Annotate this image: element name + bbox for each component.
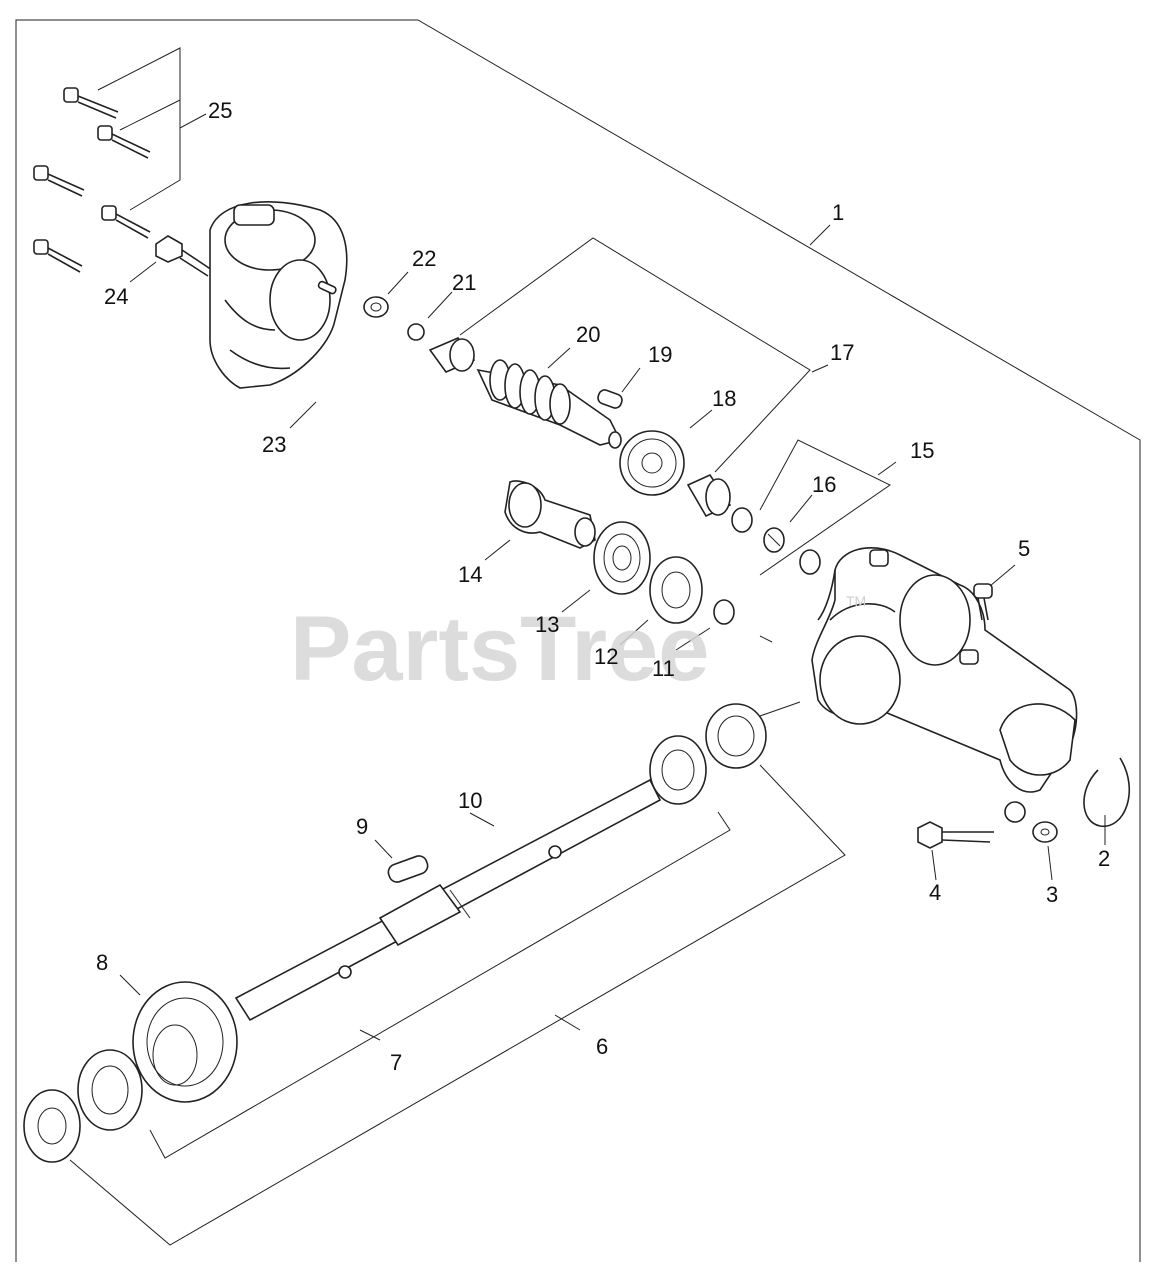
- washer-3: [1032, 821, 1058, 843]
- screw-25e: [33, 239, 83, 273]
- snap-ring-2: [1083, 757, 1130, 827]
- bracket-17: [459, 237, 811, 473]
- callout-18: 18: [712, 386, 736, 411]
- ring-11: [713, 599, 735, 625]
- washer-15b: [799, 549, 821, 575]
- callout-20: 20: [576, 322, 600, 347]
- bracket-15: [759, 439, 891, 576]
- callout-22: 22: [412, 246, 436, 271]
- bracket-7: [149, 811, 731, 1159]
- watermark-text: PartsTree: [290, 598, 709, 700]
- callout-23: 23: [262, 432, 286, 457]
- screw-25d: [101, 205, 151, 239]
- seal-6: [23, 1089, 81, 1163]
- seal-12: [649, 556, 703, 624]
- gear-housing: [811, 547, 1078, 823]
- callout-13: 13: [535, 612, 559, 637]
- callout-10: 10: [458, 788, 482, 813]
- bearing-7: [77, 1049, 143, 1131]
- bolt-4: [917, 821, 994, 849]
- callout-2: 2: [1098, 846, 1110, 871]
- key-9: [387, 855, 429, 883]
- bushing-20a: [428, 337, 476, 373]
- watermark-trademark: TM: [846, 593, 866, 609]
- worm-shaft-20: [476, 359, 622, 449]
- screw-group-25: [33, 87, 151, 273]
- callout-labels: 1 2 3 4 5 6 7 8 9 10 11 12 13 14 15 16 1…: [96, 98, 1110, 1075]
- bearing-13: [593, 521, 651, 595]
- gear-8: [132, 981, 238, 1103]
- nut-22: [363, 296, 389, 318]
- pin-23: [317, 280, 337, 295]
- bearing-6a: [705, 703, 767, 769]
- leader-lines: [119, 113, 1106, 1041]
- pinion-14: [504, 480, 596, 549]
- callout-24: 24: [104, 284, 128, 309]
- callout-15: 15: [910, 438, 934, 463]
- bushing-17: [686, 473, 732, 518]
- callout-7: 7: [390, 1050, 402, 1075]
- shaft-10: [234, 778, 662, 1022]
- callout-5: 5: [1018, 536, 1030, 561]
- screw-25c: [33, 165, 85, 197]
- bracket-6: [69, 764, 846, 1246]
- callout-19: 19: [648, 342, 672, 367]
- callout-6: 6: [596, 1034, 608, 1059]
- callout-17: 17: [830, 340, 854, 365]
- gear-18: [619, 430, 685, 496]
- callout-9: 9: [356, 814, 368, 839]
- screw-5: [973, 583, 993, 621]
- callout-14: 14: [458, 562, 482, 587]
- callout-11: 11: [652, 656, 675, 681]
- callout-21: 21: [452, 270, 476, 295]
- oring-21: [407, 323, 425, 341]
- case-cover: [209, 201, 348, 389]
- callout-8: 8: [96, 950, 108, 975]
- screw-25a: [63, 87, 119, 119]
- callout-25: 25: [208, 98, 232, 123]
- screw-25b: [97, 125, 151, 159]
- bolt-24: [155, 235, 213, 277]
- key-19: [597, 389, 623, 409]
- washer-15a: [731, 507, 753, 533]
- callout-12: 12: [594, 644, 618, 669]
- callout-16: 16: [812, 472, 836, 497]
- callout-1: 1: [832, 200, 844, 225]
- callout-4: 4: [929, 880, 941, 905]
- callout-3: 3: [1046, 882, 1058, 907]
- washer-group-15: [731, 507, 821, 575]
- bearing-6b: [649, 735, 707, 805]
- bracket-25: [97, 47, 181, 211]
- assembly-bracket-1: [15, 19, 1141, 1262]
